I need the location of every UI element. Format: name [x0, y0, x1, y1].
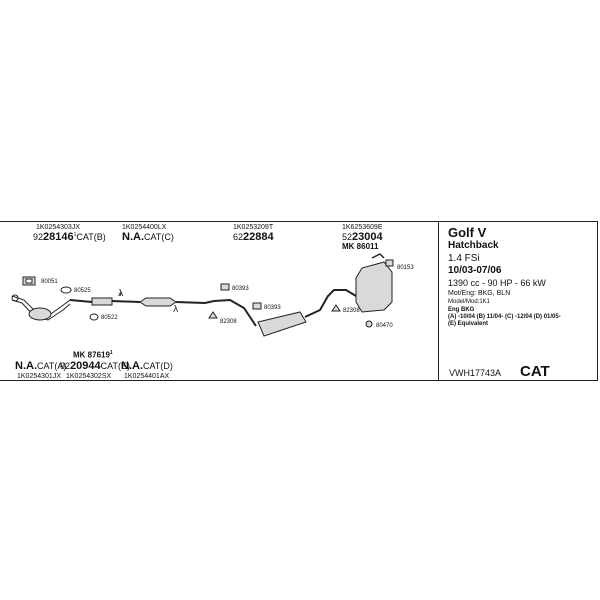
component-label-80051[interactable]: 80051 [41, 279, 58, 285]
part-number-bottom-2[interactable]: 9220944CAT(E) [60, 361, 130, 372]
mk-footnote: 1 [109, 350, 113, 356]
system-type: CAT [520, 363, 550, 380]
part-number-top-1[interactable]: 92281461CAT(B) [33, 232, 106, 243]
part-prefix: 92 [60, 361, 71, 371]
part-number: 20944 [70, 360, 101, 372]
part-suffix: CAT(B) [76, 232, 106, 242]
part-number-bottom-3[interactable]: N.A.CAT(D) [121, 361, 173, 372]
vehicle-variants: (A) -10/04 (B) 11/04- (C) -12/04 (D) 01/… [448, 314, 561, 320]
catalog-frame [0, 221, 598, 381]
part-code-top-4: 1K6253609E [342, 224, 383, 231]
part-prefix: 52 [342, 232, 353, 242]
vehicle-power: 1390 cc - 90 HP - 66 kW [448, 278, 546, 288]
reference-code: VWH17743A [449, 368, 502, 378]
panel-divider [438, 221, 439, 381]
part-code-bottom-2: 1K0254302SX [66, 373, 112, 380]
part-suffix: CAT(E) [100, 361, 130, 371]
mk-top-label[interactable]: MK 86011 [342, 242, 379, 251]
part-number: 23004 [352, 231, 383, 243]
part-prefix: 92 [33, 232, 44, 242]
vehicle-mot: Mot/Eng: BKG, BLN [448, 290, 511, 297]
vehicle-model: Golf V [448, 225, 487, 240]
vehicle-engine: 1.4 FSi [448, 253, 480, 264]
part-code-bottom-3: 1K0254401AX [124, 373, 170, 380]
part-suffix: CAT(C) [144, 232, 174, 242]
part-code-top-2: 1K0254400LX [122, 224, 167, 231]
part-code-top-3: 1K0253209T [233, 224, 274, 231]
part-number-bottom-1[interactable]: N.A.CAT(A) [15, 361, 66, 372]
part-number-top-2[interactable]: N.A.CAT(C) [122, 232, 174, 243]
part-number-top-3[interactable]: 6222884 [233, 232, 274, 243]
part-number: N.A. [121, 360, 143, 372]
mk-bottom-label[interactable]: MK 876191 [73, 351, 113, 360]
vehicle-years: 10/03-07/06 [448, 265, 502, 276]
part-number-top-4[interactable]: 5223004 [342, 232, 383, 243]
part-prefix: 62 [233, 232, 244, 242]
component-label-80525[interactable]: 80525 [74, 288, 91, 294]
vehicle-modelmod: Model/Mod:1K1 [448, 299, 491, 305]
component-label-80153[interactable]: 80153 [397, 265, 414, 271]
part-number: N.A. [15, 360, 37, 372]
component-label-82308-a[interactable]: 82308 [220, 319, 237, 325]
vehicle-equiv: (E) Equivalent [448, 321, 489, 327]
part-footnote: 1 [73, 232, 77, 238]
vehicle-eng: Eng BKG [448, 307, 475, 313]
part-number: 22884 [243, 231, 274, 243]
part-code-top-1: 1K0254303JX [36, 224, 80, 231]
component-label-82308-b[interactable]: 82308 [343, 308, 360, 314]
component-label-80522[interactable]: 80522 [101, 315, 118, 321]
component-label-80393-a[interactable]: 80393 [232, 286, 249, 292]
part-number: N.A. [122, 231, 144, 243]
vehicle-body: Hatchback [448, 240, 499, 251]
part-number: 28146 [43, 231, 74, 243]
mk-text: MK 87619 [73, 350, 110, 360]
component-label-80393-b[interactable]: 80393 [264, 305, 281, 311]
component-label-80470[interactable]: 80470 [376, 323, 393, 329]
part-suffix: CAT(A) [37, 361, 67, 371]
part-code-bottom-1: 1K0254301JX [17, 373, 61, 380]
part-suffix: CAT(D) [143, 361, 173, 371]
